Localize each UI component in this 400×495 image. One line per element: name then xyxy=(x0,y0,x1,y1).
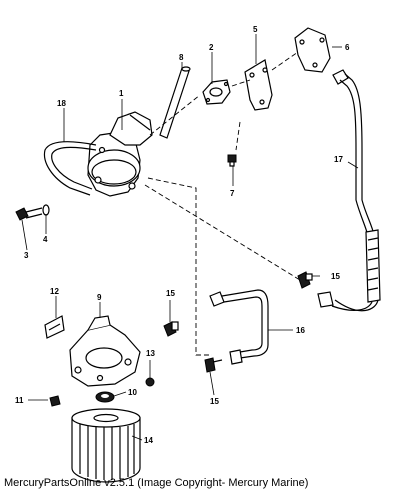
callout-7: 7 xyxy=(230,189,235,198)
callout-18: 18 xyxy=(57,99,66,108)
callout-15-upper: 15 xyxy=(331,272,340,281)
leader-lines xyxy=(21,34,359,441)
fuel-filter xyxy=(71,408,141,483)
push-rod xyxy=(159,66,191,139)
callout-3: 3 xyxy=(24,251,29,260)
fitting-lower xyxy=(204,357,223,373)
filter-bracket xyxy=(44,315,65,339)
callout-6: 6 xyxy=(345,43,350,52)
callout-5: 5 xyxy=(253,25,258,34)
mounting-plate xyxy=(244,59,273,111)
callout-4: 4 xyxy=(43,235,48,244)
screw xyxy=(227,154,237,167)
gasket xyxy=(202,79,231,105)
fuel-line xyxy=(317,69,381,312)
callout-16: 16 xyxy=(296,326,305,335)
callout-12: 12 xyxy=(50,287,59,296)
callout-10: 10 xyxy=(128,388,137,397)
callout-15-middle: 15 xyxy=(166,289,175,298)
callout-15-lower: 15 xyxy=(210,397,219,406)
seal xyxy=(95,391,115,403)
callout-13: 13 xyxy=(146,349,155,358)
pump-cover xyxy=(294,27,331,73)
vent-hose xyxy=(43,141,97,196)
callout-11: 11 xyxy=(15,396,24,405)
callout-8: 8 xyxy=(179,53,184,62)
callout-17: 17 xyxy=(334,155,343,164)
fuel-tube xyxy=(209,289,269,365)
pipe-plug xyxy=(49,395,61,407)
fuel-pump xyxy=(87,111,153,197)
filter-head xyxy=(69,315,141,387)
alignment-lines xyxy=(144,51,301,356)
callout-2: 2 xyxy=(209,43,214,52)
callout-9: 9 xyxy=(97,293,102,302)
copyright-footer: MercuryPartsOnline v2.5.1 (Image Copyrig… xyxy=(4,477,309,489)
callout-14: 14 xyxy=(144,436,153,445)
lock-washer xyxy=(42,204,50,216)
callout-labels: 1 2 5 6 8 18 17 7 4 3 15 15 9 12 16 13 1… xyxy=(15,25,350,445)
callout-1: 1 xyxy=(119,89,124,98)
fitting-upper-right xyxy=(297,271,313,289)
plug xyxy=(145,377,155,387)
bolt xyxy=(15,207,43,221)
fitting-middle xyxy=(163,321,179,337)
